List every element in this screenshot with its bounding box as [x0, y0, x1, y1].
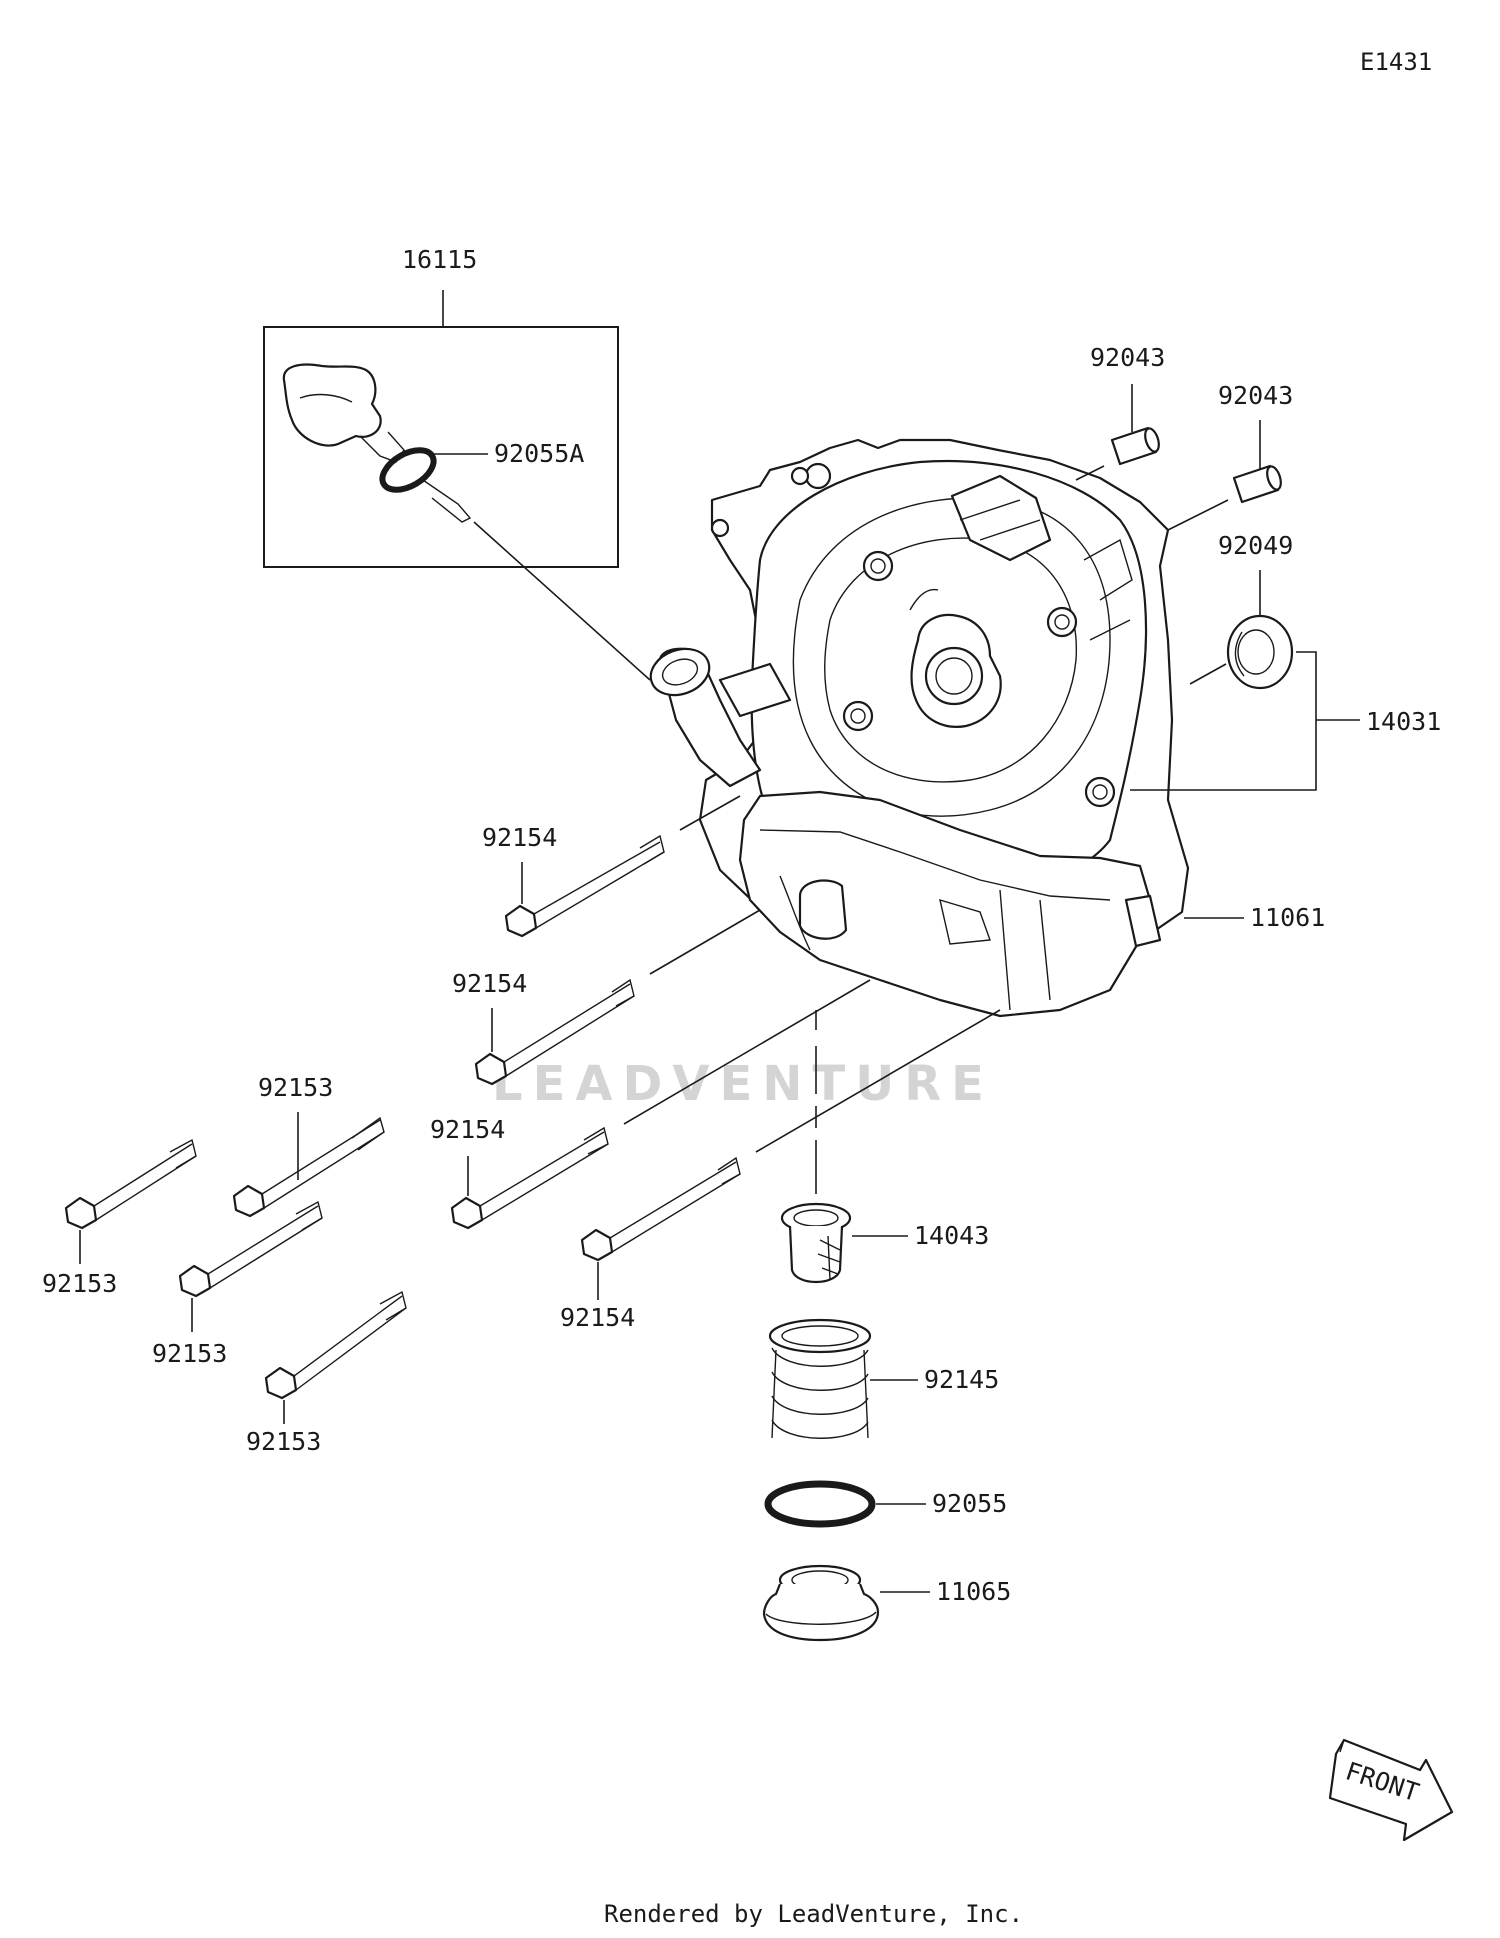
bolt-92153-c[interactable]: 92153 [152, 1200, 323, 1368]
front-arrow: FRONT [1328, 1738, 1454, 1842]
label-92154-d[interactable]: 92154 [560, 1303, 635, 1332]
bearing-bracket-14031[interactable]: 14031 [1130, 651, 1441, 791]
bolt-92154-a[interactable]: 92154 [482, 795, 741, 938]
bolt-92154-c[interactable]: 92154 [430, 979, 871, 1230]
oil-filler-cap-group[interactable]: 16115 92055A [263, 245, 651, 681]
label-92049[interactable]: 92049 [1218, 531, 1293, 560]
bolt-92154-d[interactable]: 92154 [560, 1009, 1001, 1332]
label-92154-b[interactable]: 92154 [452, 969, 527, 998]
bolt-92154-b[interactable]: 92154 [452, 909, 761, 1086]
label-92055a[interactable]: 92055A [494, 439, 584, 468]
dowel-pin-2[interactable]: 92043 [1167, 381, 1293, 531]
label-92055[interactable]: 92055 [932, 1489, 1007, 1518]
label-92043-a[interactable]: 92043 [1090, 343, 1165, 372]
label-92145[interactable]: 92145 [924, 1365, 999, 1394]
label-11065[interactable]: 11065 [936, 1577, 1011, 1606]
dowel-pin-1[interactable]: 92043 [1075, 343, 1165, 481]
label-16115[interactable]: 16115 [402, 245, 477, 274]
drain-plug-11065[interactable]: 11065 [762, 1564, 1011, 1642]
label-92153-a[interactable]: 92153 [258, 1073, 333, 1102]
footer-credit: Rendered by LeadVenture, Inc. [604, 1900, 1023, 1928]
spring-92145[interactable]: 92145 [768, 1318, 999, 1439]
assembly-bracket-box [263, 326, 619, 568]
label-92154-a[interactable]: 92154 [482, 823, 557, 852]
leader-cap-to-filler [473, 521, 651, 681]
label-14043[interactable]: 14043 [914, 1221, 989, 1250]
oil-seal-92049[interactable]: 92049 [1189, 531, 1293, 690]
bolt-92153-a[interactable]: 92153 [232, 1073, 385, 1218]
label-92154-c[interactable]: 92154 [430, 1115, 505, 1144]
label-11061[interactable]: 11061 [1250, 903, 1325, 932]
o-ring-92055[interactable]: 92055 [764, 1480, 1007, 1528]
diagram-code: E1431 [1360, 48, 1432, 76]
oil-strainer-14043[interactable]: 14043 [780, 1202, 989, 1283]
label-92153-c[interactable]: 92153 [152, 1339, 227, 1368]
label-92043-b[interactable]: 92043 [1218, 381, 1293, 410]
watermark-text: LEADVENTURE [492, 1056, 994, 1112]
bolt-92153-d[interactable]: 92153 [246, 1290, 407, 1456]
oil-filler-cap[interactable] [282, 363, 382, 447]
label-92153-d[interactable]: 92153 [246, 1427, 321, 1456]
label-92153-b[interactable]: 92153 [42, 1269, 117, 1298]
label-14031[interactable]: 14031 [1366, 707, 1441, 736]
bolt-92153-b[interactable]: 92153 [42, 1138, 197, 1298]
crankcase-cover[interactable]: 11061 [644, 438, 1325, 1018]
o-ring-92055a[interactable] [376, 442, 440, 498]
